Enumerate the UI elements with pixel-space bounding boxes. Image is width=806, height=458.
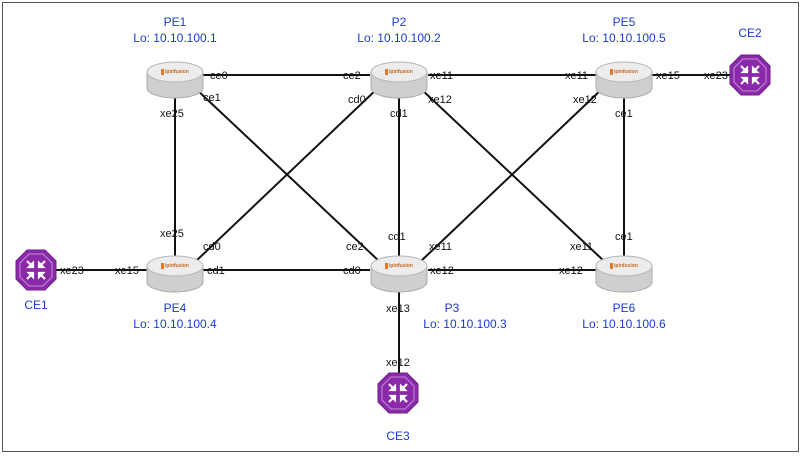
router-loopback-pe1: Lo: 10.10.100.1 [133, 31, 217, 45]
router-p2[interactable]: ipinfusion [370, 61, 428, 99]
diagram-frame [2, 2, 799, 452]
router-icon [146, 255, 204, 293]
port-label: cd1 [207, 265, 225, 277]
router-pe1[interactable]: ipinfusion [146, 61, 204, 99]
ce-router-ce2[interactable] [728, 53, 772, 97]
router-loopback-p3: Lo: 10.10.100.3 [423, 317, 507, 331]
router-name-pe4: PE4 [164, 301, 187, 315]
router-brand: ipinfusion [614, 263, 638, 269]
links [55, 74, 733, 375]
port-label: ce0 [210, 70, 228, 82]
port-label: ce1 [615, 108, 633, 120]
port-label: xe11 [430, 70, 453, 82]
port-label: cd1 [390, 108, 408, 120]
port-label: xe12 [386, 357, 410, 369]
link-pe5-p3 [419, 87, 604, 263]
router-icon [370, 255, 428, 293]
port-label: ce2 [343, 70, 361, 82]
ce-name-ce1: CE1 [24, 298, 48, 312]
port-label: xe25 [160, 228, 184, 240]
port-label: xe13 [386, 303, 410, 315]
link-p2-pe4 [194, 87, 379, 263]
router-icon [595, 255, 653, 293]
ce-router-icon [728, 53, 772, 97]
router-icon [146, 61, 204, 99]
port-label: xe11 [570, 241, 593, 253]
router-icon [595, 61, 653, 99]
router-p3[interactable]: ipinfusion [370, 255, 428, 293]
port-label: xe12 [559, 265, 583, 277]
router-loopback-pe4: Lo: 10.10.100.4 [133, 317, 217, 331]
router-icon [370, 61, 428, 99]
ce-router-icon [14, 248, 58, 292]
router-pe4[interactable]: ipinfusion [146, 255, 204, 293]
router-brand: ipinfusion [389, 263, 413, 269]
port-label: xe23 [60, 265, 84, 277]
port-label: xe12 [430, 265, 454, 277]
router-brand: ipinfusion [614, 69, 638, 75]
router-name-pe6: PE6 [613, 301, 636, 315]
router-name-p3: P3 [445, 301, 460, 315]
router-brand: ipinfusion [165, 69, 189, 75]
router-pe6[interactable]: ipinfusion [595, 255, 653, 293]
ce-router-ce1[interactable] [14, 248, 58, 292]
port-label: xe15 [115, 265, 139, 277]
port-label: ce1 [203, 92, 221, 104]
router-loopback-p2: Lo: 10.10.100.2 [357, 31, 441, 45]
router-loopback-pe5: Lo: 10.10.100.5 [582, 31, 666, 45]
router-name-pe1: PE1 [164, 15, 187, 29]
ce-name-ce3: CE3 [386, 429, 410, 443]
port-label: cd0 [343, 265, 361, 277]
port-label: xe12 [573, 94, 597, 106]
port-label: xe23 [704, 70, 728, 82]
port-label: xe25 [160, 108, 184, 120]
port-label: xe15 [656, 70, 680, 82]
router-loopback-pe6: Lo: 10.10.100.6 [582, 317, 666, 331]
ce-router-ce3[interactable] [376, 371, 420, 415]
router-brand: ipinfusion [389, 69, 413, 75]
port-label: xe11 [565, 70, 588, 82]
port-label: ce1 [615, 231, 633, 243]
router-pe5[interactable]: ipinfusion [595, 61, 653, 99]
port-label: cd0 [203, 241, 221, 253]
router-brand: ipinfusion [165, 263, 189, 269]
ce-router-icon [376, 371, 420, 415]
ce-name-ce2: CE2 [738, 26, 762, 40]
port-label: xe12 [428, 94, 452, 106]
port-label: xe11 [429, 241, 452, 253]
router-name-p2: P2 [392, 15, 407, 29]
port-label: cd0 [348, 94, 366, 106]
port-label: cd1 [388, 231, 406, 243]
port-labels: ce0 ce2 xe11 xe11 xe15 xe23 ce1 xe25 cd0… [60, 70, 728, 369]
port-label: ce2 [346, 241, 364, 253]
router-name-pe5: PE5 [613, 15, 636, 29]
